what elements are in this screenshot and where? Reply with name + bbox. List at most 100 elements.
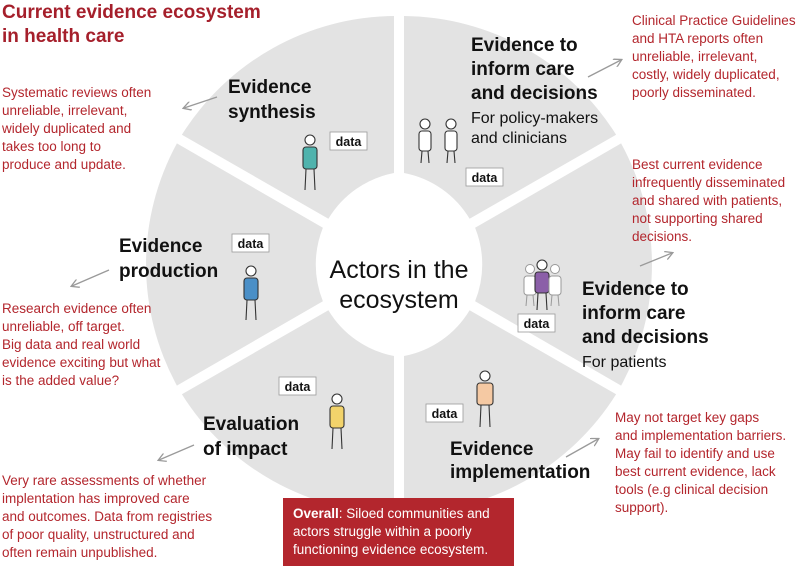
segment-title-line: inform care bbox=[471, 59, 574, 80]
segment-title-evaluation: Evaluation of impact bbox=[203, 414, 299, 460]
arrow-synthesis bbox=[184, 96, 218, 108]
person-synthesis-icon bbox=[302, 134, 318, 191]
note-line: and implementation barriers. bbox=[615, 428, 787, 443]
data-tag-patients: data bbox=[517, 313, 556, 333]
segment-title-line: of impact bbox=[203, 439, 288, 460]
note-line: not supporting shared bbox=[632, 211, 763, 226]
note-line: Very rare assessments of whether bbox=[2, 473, 207, 488]
data-tag-implementation: data bbox=[425, 403, 464, 423]
arrow-patients bbox=[639, 253, 672, 267]
note-production: Research evidence often unreliable, off … bbox=[2, 300, 160, 390]
segment-title-line: synthesis bbox=[228, 102, 316, 123]
note-line: infrequently disseminated bbox=[632, 175, 786, 190]
title-line: Current evidence ecosystem bbox=[2, 2, 261, 23]
segment-title-line: Evidence bbox=[450, 439, 533, 460]
segment-implementation bbox=[404, 310, 617, 513]
note-implementation: May not target key gaps and implementati… bbox=[615, 409, 786, 517]
center-label-line1: Actors in the bbox=[330, 256, 469, 284]
person-evaluation-icon bbox=[329, 393, 345, 450]
overall-label: Overall bbox=[293, 506, 339, 521]
segment-title-line: Evaluation bbox=[203, 414, 299, 435]
person-patient-3-icon bbox=[548, 264, 562, 307]
note-line: and outcomes. Data from registries bbox=[2, 509, 213, 524]
note-patients: Best current evidence infrequently disse… bbox=[632, 156, 785, 246]
data-tag-synthesis: data bbox=[329, 131, 368, 151]
segment-subtitle-line: For policy-makers bbox=[471, 110, 598, 127]
note-line: unreliable, irrelevant, bbox=[632, 49, 758, 64]
note-synthesis: Systematic reviews often unreliable, irr… bbox=[2, 84, 151, 174]
note-line: and HTA reports often bbox=[632, 31, 764, 46]
note-line: often remain unpublished. bbox=[2, 545, 158, 560]
note-line: unreliable, off target. bbox=[2, 319, 125, 334]
segment-title-production: Evidence production bbox=[119, 236, 218, 282]
note-line: poorly disseminated. bbox=[632, 85, 756, 100]
note-line: May not target key gaps bbox=[615, 410, 760, 425]
segment-title-line: and decisions bbox=[471, 83, 598, 104]
data-tag-label: data bbox=[285, 380, 312, 394]
note-line: unreliable, irrelevant, bbox=[2, 103, 128, 118]
person-policy-2-icon bbox=[444, 118, 458, 164]
segment-title-line: Evidence to bbox=[582, 279, 689, 300]
segment-title-line: and decisions bbox=[582, 327, 709, 348]
note-line: of poor quality, unstructured and bbox=[2, 527, 195, 542]
person-patient-2-icon bbox=[534, 259, 550, 311]
segment-production bbox=[146, 143, 323, 386]
person-policy-1-icon bbox=[418, 118, 432, 164]
arrow-evaluation bbox=[159, 444, 195, 460]
arrow-production bbox=[72, 269, 110, 286]
center-label-line2: ecosystem bbox=[339, 286, 458, 314]
segment-title-implementation: Evidence implementation bbox=[450, 439, 590, 483]
data-tag-label: data bbox=[336, 135, 363, 149]
note-line: is the added value? bbox=[2, 373, 120, 388]
arrow-guidelines bbox=[587, 60, 621, 78]
person-implementation-icon bbox=[476, 370, 494, 428]
note-line: Research evidence often bbox=[2, 301, 152, 316]
data-tag-label: data bbox=[432, 407, 459, 421]
note-line: Systematic reviews often bbox=[2, 85, 152, 100]
segment-title-line: production bbox=[119, 261, 218, 282]
diagram-title: Current evidence ecosystem in health car… bbox=[2, 1, 261, 49]
segment-title-line: inform care bbox=[582, 303, 685, 324]
segment-policy bbox=[404, 16, 617, 219]
segment-title-policy: Evidence to inform care and decisions Fo… bbox=[471, 35, 598, 147]
person-patient-1-icon bbox=[523, 264, 537, 307]
note-line: support). bbox=[615, 500, 669, 515]
data-tag-policy: data bbox=[465, 167, 504, 187]
note-line: tools (e.g clinical decision bbox=[615, 482, 769, 497]
data-tag-label: data bbox=[238, 237, 265, 251]
note-line: takes too long to bbox=[2, 139, 102, 154]
note-line: Clinical Practice Guidelines bbox=[632, 13, 796, 28]
segment-title-line: implementation bbox=[450, 462, 590, 483]
note-line: implentation has improved care bbox=[2, 491, 190, 506]
segment-title-line: Evidence to bbox=[471, 35, 578, 56]
arrow-implementation bbox=[565, 439, 598, 458]
note-line: Best current evidence bbox=[632, 157, 763, 172]
arrows bbox=[72, 60, 672, 460]
data-tag-production: data bbox=[231, 233, 270, 253]
segment-title-line: Evidence bbox=[119, 236, 202, 257]
note-guidelines: Clinical Practice Guidelines and HTA rep… bbox=[632, 12, 796, 102]
note-line: evidence exciting but what bbox=[2, 355, 161, 370]
segment-subtitle-line: and clinicians bbox=[471, 130, 567, 147]
title-line: in health care bbox=[2, 26, 125, 47]
note-line: best current evidence, lack bbox=[615, 464, 776, 479]
segment-title-synthesis: Evidence synthesis bbox=[228, 77, 316, 123]
segment-subtitle-line: For patients bbox=[582, 354, 666, 371]
segment-evaluation bbox=[181, 310, 394, 513]
data-tag-evaluation: data bbox=[278, 376, 317, 396]
segment-synthesis bbox=[181, 16, 394, 219]
segment-title-line: Evidence bbox=[228, 77, 311, 98]
note-line: and shared with patients, bbox=[632, 193, 783, 208]
note-line: costly, widely duplicated, bbox=[632, 67, 780, 82]
data-tag-label: data bbox=[524, 317, 551, 331]
note-line: produce and update. bbox=[2, 157, 126, 172]
data-tag-label: data bbox=[472, 171, 499, 185]
person-production-icon bbox=[243, 265, 259, 321]
note-line: widely duplicated and bbox=[2, 121, 132, 136]
overall-callout: Overall: Siloed communities and actors s… bbox=[283, 498, 514, 566]
segment-title-patients: Evidence to inform care and decisions Fo… bbox=[582, 279, 709, 371]
overall-text: : Siloed communities and actors struggle… bbox=[293, 506, 490, 557]
note-line: May fail to identify and use bbox=[615, 446, 775, 461]
note-evaluation: Very rare assessments of whether implent… bbox=[2, 472, 212, 562]
